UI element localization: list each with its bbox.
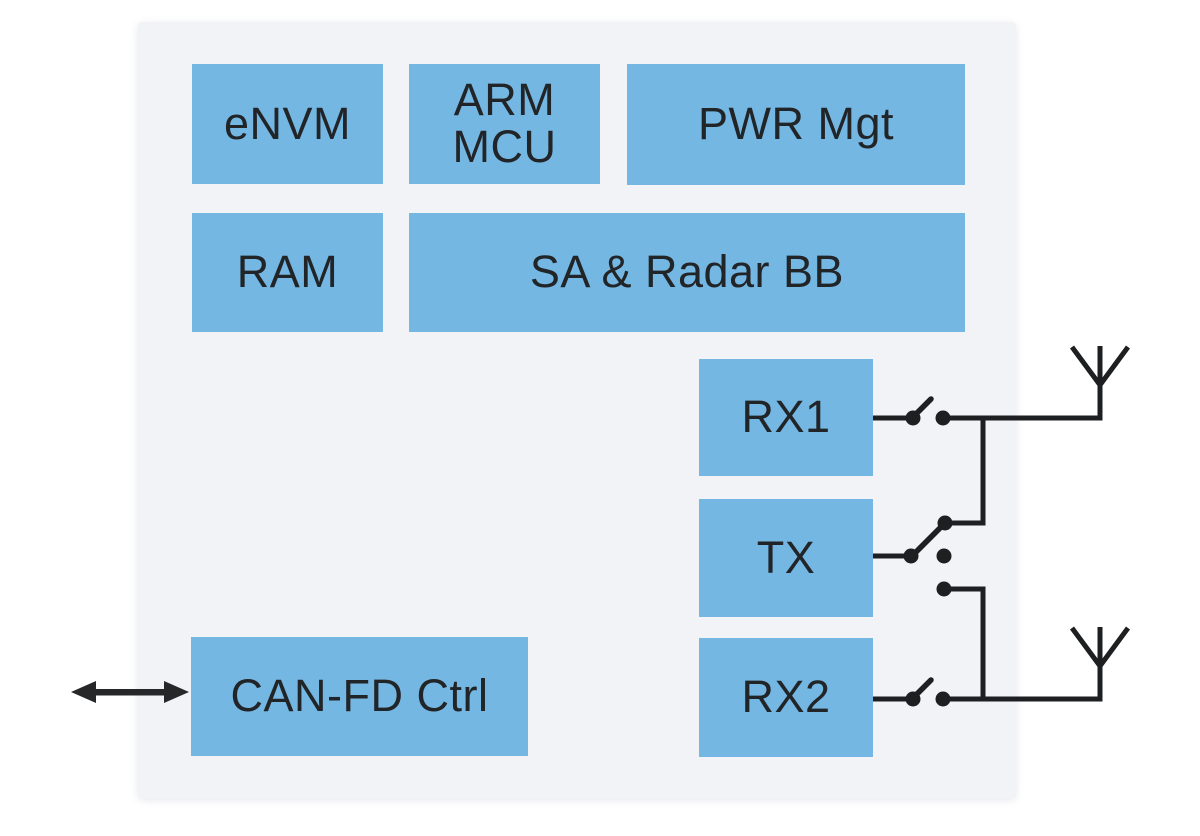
bidirectional-arrow-icon [71, 681, 189, 703]
rx2-switch-pivot-dot [905, 691, 921, 707]
block-sa-radar-bb-label: SA & Radar BB [529, 246, 845, 298]
arrow-shaft [90, 689, 170, 696]
tx-switch-pivot-dot [903, 548, 919, 564]
block-pwr-mgt: PWR Mgt [627, 64, 965, 185]
block-can-fd-ctrl-label: CAN-FD Ctrl [230, 670, 489, 722]
tx-switch-throw-down-dot [936, 581, 952, 597]
tx-switch-throw-mid-dot [936, 548, 952, 564]
arrow-right-head [164, 681, 189, 703]
rx1-antenna-wire [941, 346, 1103, 421]
tx-switch-throw-up-dot [937, 515, 953, 531]
tx-antenna1-branch-wire [946, 418, 986, 526]
block-envm-label: eNVM [223, 97, 352, 149]
rx2-antenna-wire [941, 627, 1103, 702]
tx-switch-icon [873, 515, 953, 597]
antenna1-prongs [1069, 345, 1131, 387]
antenna1-icon [1069, 345, 1131, 387]
block-tx-label: TX [756, 531, 816, 583]
antenna2-icon [1069, 626, 1131, 668]
block-arm-mcu: ARM MCU [409, 64, 600, 184]
block-pwr-mgt-label: PWR Mgt [697, 98, 894, 150]
block-ram-label: RAM [236, 246, 339, 298]
antenna2-prongs [1069, 626, 1131, 668]
block-sa-radar-bb: SA & Radar BB [409, 213, 965, 332]
block-rx1: RX1 [699, 359, 873, 476]
block-can-fd-ctrl: CAN-FD Ctrl [191, 637, 528, 756]
block-arm-mcu-label: ARM MCU [452, 74, 557, 172]
block-envm: eNVM [192, 64, 383, 184]
block-rx2-label: RX2 [741, 671, 831, 723]
block-ram: RAM [192, 213, 383, 332]
block-rx2: RX2 [699, 638, 873, 757]
rx1-switch-icon [873, 396, 951, 426]
arrow-left-head [71, 681, 96, 703]
rx2-switch-icon [873, 677, 951, 707]
tx-antenna2-branch-wire [945, 586, 986, 699]
block-rx1-label: RX1 [741, 391, 831, 443]
block-tx: TX [699, 499, 873, 617]
rx1-switch-pivot-dot [905, 410, 921, 426]
